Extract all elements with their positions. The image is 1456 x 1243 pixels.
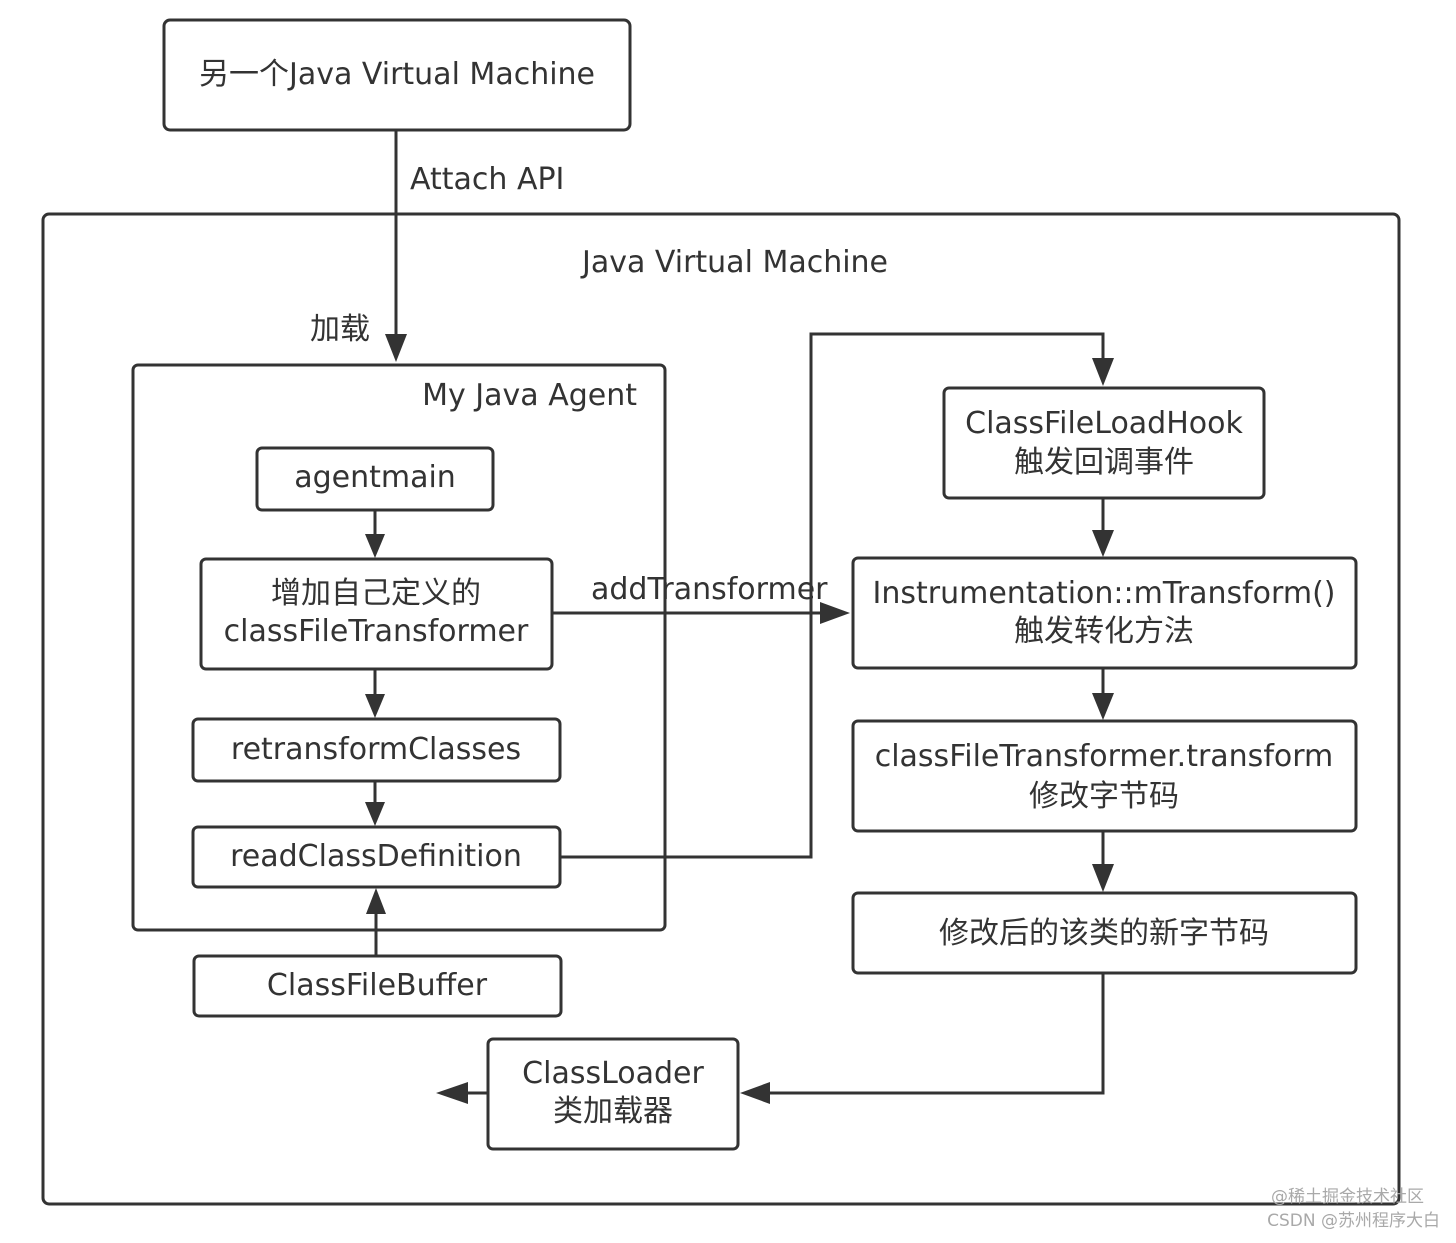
instr-line2: 触发转化方法 [1014,614,1194,649]
read-to-hook-edge [560,332,1105,859]
read-class-def-label: readClassDefinition [230,839,522,874]
cft-line1: classFileTransformer.transform [875,739,1334,774]
add-transformer-edge-head [820,602,850,624]
arrow-hook-to-instr-head [1092,530,1114,557]
agent-frame [131,363,667,932]
classloader-out-edge-head [436,1082,468,1104]
retransform-label: retransformClasses [231,732,521,767]
agent-title: My Java Agent [422,378,637,413]
cft-line2: 修改字节码 [1029,779,1179,814]
new-to-classloader-edge [766,973,1105,1095]
agentmain-label: agentmain [294,460,456,495]
jvm-title: Java Virtual Machine [580,245,888,280]
classloader-line2: 类加载器 [553,1094,673,1129]
watermark-line1: @稀土掘金技术社区 [1271,1187,1424,1207]
instrumentation-box [851,556,1358,670]
hook-line2: 触发回调事件 [1014,445,1194,480]
add-transformer-line1: 增加自己定义的 [271,576,481,611]
arrow-buffer-to-read-head [366,888,386,914]
new-to-classloader-edge-head [740,1082,770,1104]
class-file-buffer-label: ClassFileBuffer [267,968,488,1003]
load-label: 加载 [310,312,370,347]
attach-api-label: Attach API [410,162,564,197]
add-transformer-line2: classFileTransformer [224,614,529,649]
arrow-retransform-to-read-head [365,802,385,826]
arrow-agentmain-to-add-head [365,534,385,558]
arrow-add-to-retransform-head [365,694,385,718]
classloader-line1: ClassLoader [522,1056,704,1091]
watermark-line2: CSDN @苏州程序大白 [1267,1211,1440,1231]
class-file-buffer-box [192,954,563,1018]
arrow-cft-to-new-head [1092,864,1114,892]
arrow-instr-to-cft-head [1092,693,1114,720]
read-to-hook-edge-head [1092,358,1114,386]
hook-line1: ClassFileLoadHook [965,406,1243,441]
instr-line1: Instrumentation::mTransform() [873,576,1336,611]
cft-transform-box [851,719,1358,833]
add-transformer-edge-label: addTransformer [591,572,828,607]
new-bytecode-label: 修改后的该类的新字节码 [939,916,1269,951]
hook-box [942,386,1266,500]
attach-arrow-head [385,334,407,362]
jvm-frame [41,212,1401,1206]
external-jvm-label: 另一个Java Virtual Machine [199,57,595,92]
